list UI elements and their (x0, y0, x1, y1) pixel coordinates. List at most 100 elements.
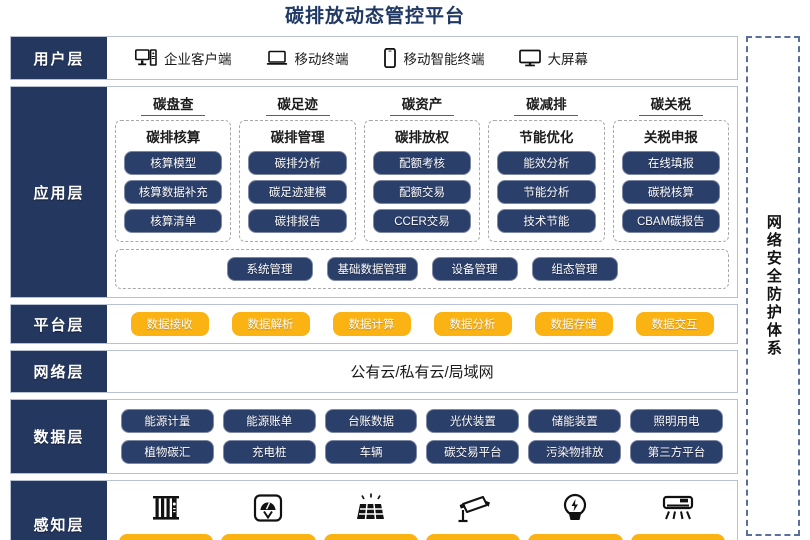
app-item[interactable]: 配额考核 (372, 151, 472, 175)
management-item[interactable]: 组态管理 (531, 257, 618, 281)
perception-item-air-conditioning[interactable]: 空调制冷 (630, 489, 725, 540)
layer-application-body: 碳盘查 碳排核算 核算模型 核算数据补充 核算清单 碳足迹 碳排管理 碳排分析 (107, 87, 737, 297)
perception-item-energy-meter[interactable]: 能源表计 (221, 489, 316, 540)
user-item-enterprise-client[interactable]: 企业客户端 (123, 48, 244, 68)
app-item[interactable]: 能效分析 (497, 151, 596, 175)
app-column-head: 碳减排 (514, 93, 579, 116)
data-item[interactable]: 能源计量 (121, 409, 214, 433)
energy-meter-icon (251, 489, 285, 527)
app-column-carbon-asset: 碳资产 碳排放权 配额考核 配额交易 CCER交易 (363, 93, 481, 242)
data-item[interactable]: 碳交易平台 (426, 440, 520, 464)
user-item-label: 企业客户端 (164, 52, 232, 67)
data-item[interactable]: 车辆 (324, 440, 418, 464)
carbon-monitor-icon (149, 489, 183, 527)
network-text: 公有云/私有云/局域网 (350, 364, 494, 381)
layer-platform-body: 数据接收 数据解析 数据计算 数据分析 数据存储 数据交互 (107, 305, 737, 343)
perception-item-label: 光伏发电 (323, 534, 418, 540)
app-item[interactable]: 在线填报 (621, 151, 721, 175)
layer-data-body: 能源计量 能源账单 台账数据 光伏装置 储能装置 照明用电 植物碳汇 充电桩 车… (107, 400, 737, 473)
user-item-smart-terminal[interactable]: 移动智能终端 (371, 47, 497, 69)
user-item-label: 移动终端 (294, 52, 349, 67)
data-row-1: 能源计量 能源账单 台账数据 光伏装置 储能装置 照明用电 (121, 409, 723, 433)
app-item[interactable]: 碳排报告 (248, 209, 347, 233)
application-columns: 碳盘查 碳排核算 核算模型 核算数据补充 核算清单 碳足迹 碳排管理 碳排分析 (115, 93, 730, 242)
layer-network-label: 网络层 (11, 351, 107, 392)
management-item[interactable]: 基础数据管理 (326, 257, 418, 281)
layer-application: 应用层 碳盘查 碳排核算 核算模型 核算数据补充 核算清单 碳足迹 (10, 86, 738, 298)
app-item[interactable]: 碳足迹建模 (248, 180, 347, 204)
data-item[interactable]: 植物碳汇 (121, 440, 214, 464)
layer-user-body: 企业客户端 移动终端 (107, 37, 737, 79)
app-column-box: 关税申报 在线填报 碳税核算 CBAM碳报告 (612, 120, 730, 242)
perception-item-label: 照明插座 (528, 534, 623, 540)
data-item[interactable]: 能源账单 (222, 409, 316, 433)
platform-item[interactable]: 数据解析 (231, 312, 310, 336)
layer-platform-label: 平台层 (11, 305, 107, 343)
app-item[interactable]: CBAM碳报告 (621, 209, 721, 233)
app-column-carbon-reduction: 碳减排 节能优化 能效分析 节能分析 技术节能 (488, 93, 605, 242)
app-item[interactable]: 碳排分析 (248, 151, 347, 175)
app-item[interactable]: 核算模型 (124, 151, 223, 175)
security-band-label: 网络安全防护体系 (764, 214, 782, 358)
app-column-head: 碳资产 (390, 93, 455, 116)
platform-item[interactable]: 数据接收 (130, 312, 209, 336)
app-column-subhead: 碳排放权 (395, 130, 450, 145)
perception-item-label: 视频监控 (425, 534, 521, 540)
data-item[interactable]: 光伏装置 (426, 409, 520, 433)
app-item[interactable]: 核算数据补充 (124, 180, 223, 204)
app-item[interactable]: 节能分析 (497, 180, 596, 204)
app-column-box: 碳排放权 配额考核 配额交易 CCER交易 (363, 120, 481, 242)
smartphone-icon (383, 47, 397, 69)
platform-item[interactable]: 数据交互 (635, 312, 714, 336)
app-column-carbon-tariff: 碳关税 关税申报 在线填报 碳税核算 CBAM碳报告 (612, 93, 730, 242)
data-item[interactable]: 照明用电 (630, 409, 723, 433)
app-column-subhead: 碳排核算 (146, 130, 201, 145)
page-title: 碳排放动态管控平台 (284, 6, 465, 27)
platform-items-row: 数据接收 数据解析 数据计算 数据分析 数据存储 数据交互 (107, 305, 737, 343)
layer-application-label: 应用层 (11, 87, 107, 297)
app-item[interactable]: 配额交易 (372, 180, 472, 204)
perception-item-lighting-socket[interactable]: 照明插座 (528, 489, 623, 540)
data-item[interactable]: 第三方平台 (630, 440, 723, 464)
layer-perception-body: 碳监测 能源表计 (107, 481, 737, 540)
layer-stack: 用户层 (10, 36, 738, 540)
user-item-large-screen[interactable]: 大屏幕 (507, 48, 601, 68)
management-item[interactable]: 系统管理 (226, 257, 313, 281)
perception-item-carbon-monitor[interactable]: 碳监测 (119, 489, 214, 540)
perception-item-solar-power[interactable]: 光伏发电 (323, 489, 418, 540)
app-column-subhead: 节能优化 (519, 130, 574, 145)
management-item[interactable]: 设备管理 (431, 257, 518, 281)
user-items-row: 企业客户端 移动终端 (107, 42, 737, 74)
platform-item[interactable]: 数据计算 (332, 312, 411, 336)
air-conditioner-icon (661, 489, 695, 527)
data-item[interactable]: 充电桩 (222, 440, 316, 464)
security-band: 网络安全防护体系 (746, 36, 800, 536)
app-item[interactable]: 核算清单 (124, 209, 223, 233)
user-item-mobile-terminal[interactable]: 移动终端 (254, 48, 361, 68)
lightbulb-icon (560, 489, 590, 527)
layer-network-body: 公有云/私有云/局域网 (107, 351, 737, 392)
layer-data: 数据层 能源计量 能源账单 台账数据 光伏装置 储能装置 照明用电 植物碳汇 充… (10, 399, 738, 474)
data-item[interactable]: 台账数据 (324, 409, 418, 433)
solar-panel-icon (354, 489, 388, 527)
app-item[interactable]: 碳税核算 (621, 180, 721, 204)
app-column-box: 碳排管理 碳排分析 碳足迹建模 碳排报告 (239, 120, 356, 242)
platform-item[interactable]: 数据分析 (433, 312, 512, 336)
perception-item-label: 碳监测 (119, 534, 214, 540)
layer-user-label: 用户层 (11, 37, 107, 79)
platform-item[interactable]: 数据存储 (534, 312, 613, 336)
user-item-label: 移动智能终端 (403, 52, 485, 67)
app-column-subhead: 碳排管理 (270, 130, 325, 145)
data-item[interactable]: 储能装置 (528, 409, 622, 433)
layer-perception: 感知层 (10, 480, 738, 540)
app-item[interactable]: CCER交易 (372, 209, 472, 233)
data-row-2: 植物碳汇 充电桩 车辆 碳交易平台 污染物排放 第三方平台 (121, 440, 723, 464)
layer-platform: 平台层 数据接收 数据解析 数据计算 数据分析 数据存储 数据交互 (10, 304, 738, 344)
perception-item-video-surveillance[interactable]: 视频监控 (425, 489, 521, 540)
data-item[interactable]: 污染物排放 (528, 440, 622, 464)
perception-items-row: 碳监测 能源表计 (119, 489, 725, 540)
layer-perception-label: 感知层 (11, 481, 107, 540)
layer-user: 用户层 (10, 36, 738, 80)
app-item[interactable]: 技术节能 (497, 209, 596, 233)
